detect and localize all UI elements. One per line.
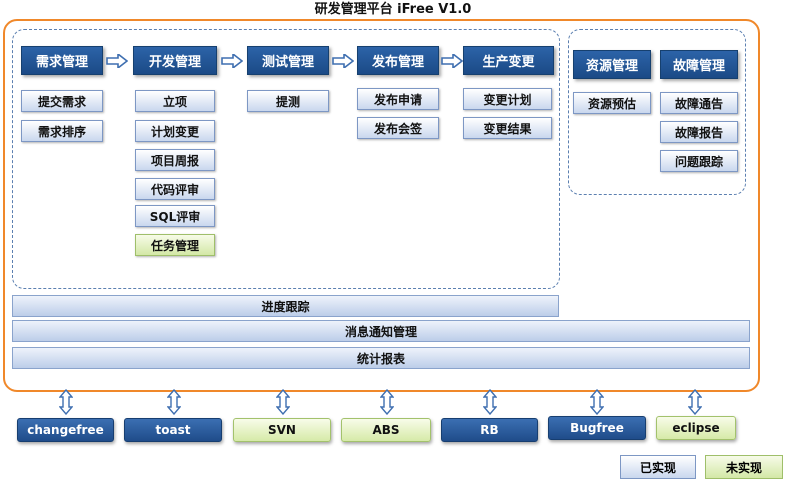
bidirectional-arrow-icon [276, 389, 290, 415]
flow-arrow-icon [441, 54, 463, 68]
item-change-plan: 变更计划 [463, 88, 552, 110]
flow-arrow-icon [221, 54, 243, 68]
bidirectional-arrow-icon [167, 389, 181, 415]
item-release-signoff: 发布会签 [357, 117, 439, 139]
bidirectional-arrow-icon [688, 389, 702, 415]
workflow-group [12, 29, 560, 289]
item-change-result: 变更结果 [463, 117, 552, 139]
module-resource: 资源管理 [573, 50, 651, 79]
item-code-review: 代码评审 [135, 178, 215, 200]
item-sql-review: SQL评审 [135, 205, 215, 227]
tool-abs: ABS [341, 418, 431, 442]
item-issue-tracking: 问题跟踪 [660, 150, 738, 172]
flow-arrow-icon [106, 54, 128, 68]
item-weekly-report: 项目周报 [135, 149, 215, 171]
bidirectional-arrow-icon [59, 389, 73, 415]
bidirectional-arrow-icon [483, 389, 497, 415]
module-development: 开发管理 [133, 46, 217, 75]
module-release: 发布管理 [357, 46, 439, 75]
module-testing: 测试管理 [247, 46, 329, 75]
item-incident-report: 故障报告 [660, 121, 738, 143]
item-incident-notice: 故障通告 [660, 92, 738, 114]
bar-progress-tracking: 进度跟踪 [12, 295, 559, 317]
ops-group [568, 29, 746, 195]
module-requirement: 需求管理 [21, 46, 103, 75]
legend-implemented: 已实现 [620, 455, 696, 479]
item-requirement-priority: 需求排序 [21, 120, 103, 142]
flow-arrow-icon [332, 54, 354, 68]
bar-statistics-report: 统计报表 [12, 347, 750, 369]
module-incident: 故障管理 [660, 50, 738, 79]
legend-not-implemented: 未实现 [705, 455, 783, 479]
diagram-title: 研发管理平台 iFree V1.0 [314, 2, 472, 17]
item-release-request: 发布申请 [357, 88, 439, 110]
tool-eclipse: eclipse [656, 416, 736, 440]
tool-changefree: changefree [17, 418, 114, 442]
item-submit-test: 提测 [247, 90, 329, 112]
item-plan-change: 计划变更 [135, 120, 215, 142]
module-production-change: 生产变更 [463, 46, 554, 75]
item-submit-requirement: 提交需求 [21, 90, 103, 112]
bidirectional-arrow-icon [380, 389, 394, 415]
item-project-setup: 立项 [135, 90, 215, 112]
tool-svn: SVN [233, 418, 331, 442]
bar-message-notification: 消息通知管理 [12, 320, 750, 342]
item-task-management: 任务管理 [135, 234, 215, 256]
tool-toast: toast [124, 418, 222, 442]
tool-rb: RB [441, 418, 538, 442]
bidirectional-arrow-icon [590, 389, 604, 415]
item-resource-estimate: 资源预估 [573, 92, 651, 114]
tool-bugfree: Bugfree [548, 416, 646, 440]
